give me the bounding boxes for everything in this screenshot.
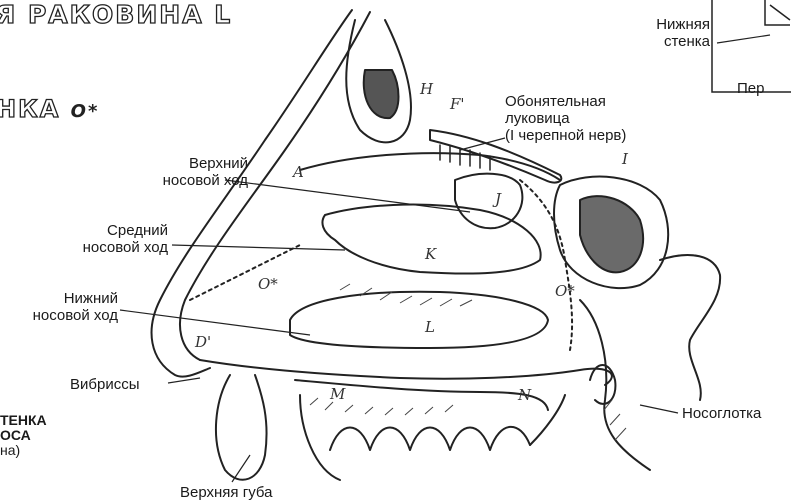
inset-frame: [712, 0, 791, 92]
label-inferior-meatus: Нижний носовой ход: [0, 290, 118, 324]
letter-f: F': [450, 95, 465, 113]
letter-i: I: [622, 150, 628, 168]
nasopharynx-opening: [590, 365, 615, 404]
inset-wall-label-line2: стенка: [628, 33, 710, 50]
leader-superior: [225, 180, 470, 212]
nasal-floor: [200, 360, 612, 385]
label-middle-meatus: Средний носовой ход: [40, 222, 168, 256]
label-middle-line2: носовой ход: [40, 239, 168, 256]
letter-h: H: [420, 80, 433, 98]
inset-wall-label-line1: Нижняя: [628, 16, 710, 33]
heading-bottom-left: ТЕНКА ОСА на): [0, 413, 47, 458]
letter-o-right: O*: [555, 282, 575, 300]
label-upper-lip: Верхняя губа: [180, 484, 272, 501]
label-superior-line2: носовой ход: [120, 172, 248, 189]
label-middle-line1: Средний: [40, 222, 168, 239]
label-superior-meatus: Верхний носовой ход: [120, 155, 248, 189]
inset-drawing: [765, 0, 790, 25]
heading-top-left: Я РАКОВИНА L: [0, 0, 232, 29]
leader-nasopharynx: [640, 405, 678, 413]
middle-turbinate: [322, 205, 540, 274]
heading-mid-left-text: НКА: [0, 95, 60, 123]
leader-middle: [172, 245, 345, 250]
label-vibrissae: Вибриссы: [70, 376, 139, 393]
letter-d: D': [195, 333, 211, 351]
leader-vibrissae: [168, 378, 200, 383]
label-olfactory-bulb: Обонятельная луковица (I черепной нерв): [505, 93, 626, 144]
letter-n: N: [518, 386, 531, 404]
inferior-turbinate: [290, 292, 548, 348]
letter-l: L: [425, 318, 435, 336]
sphenoid-cavity: [580, 196, 643, 272]
heading-mid-left-mark: O*: [71, 101, 100, 122]
label-olfactory-line1: Обонятельная: [505, 93, 626, 110]
inset-caption: Пер: [737, 80, 764, 97]
leader-upper-lip: [232, 455, 250, 482]
label-olfactory-line2: луковица: [505, 110, 626, 127]
letter-m: M: [330, 385, 345, 403]
label-inferior-line2: носовой ход: [0, 307, 118, 324]
label-superior-line1: Верхний: [120, 155, 248, 172]
heading-bottom-left-line3: на): [0, 443, 47, 458]
heading-bottom-left-line2: ОСА: [0, 428, 47, 443]
letter-k: K: [425, 245, 436, 263]
heading-bottom-left-line1: ТЕНКА: [0, 413, 47, 428]
heading-mid-left: НКА O*: [0, 95, 99, 123]
posterior-wall: [660, 255, 720, 400]
teeth-row: [330, 427, 530, 450]
nasal-border-dotted: [190, 245, 300, 300]
frontal-sinus-cavity: [364, 70, 399, 118]
leader-inferior: [120, 310, 310, 335]
label-inferior-line1: Нижний: [0, 290, 118, 307]
letter-j: J: [495, 190, 501, 208]
leader-inset: [717, 35, 770, 43]
letter-o-left: O*: [258, 275, 278, 293]
label-nasopharynx: Носоглотка: [682, 405, 761, 422]
letter-a: A: [293, 163, 304, 181]
upper-lip-shape: [216, 375, 267, 480]
nose-profile: [152, 10, 352, 377]
label-olfactory-line3: (I черепной нерв): [505, 127, 626, 144]
inset-wall-label: Нижняя стенка: [628, 16, 710, 50]
